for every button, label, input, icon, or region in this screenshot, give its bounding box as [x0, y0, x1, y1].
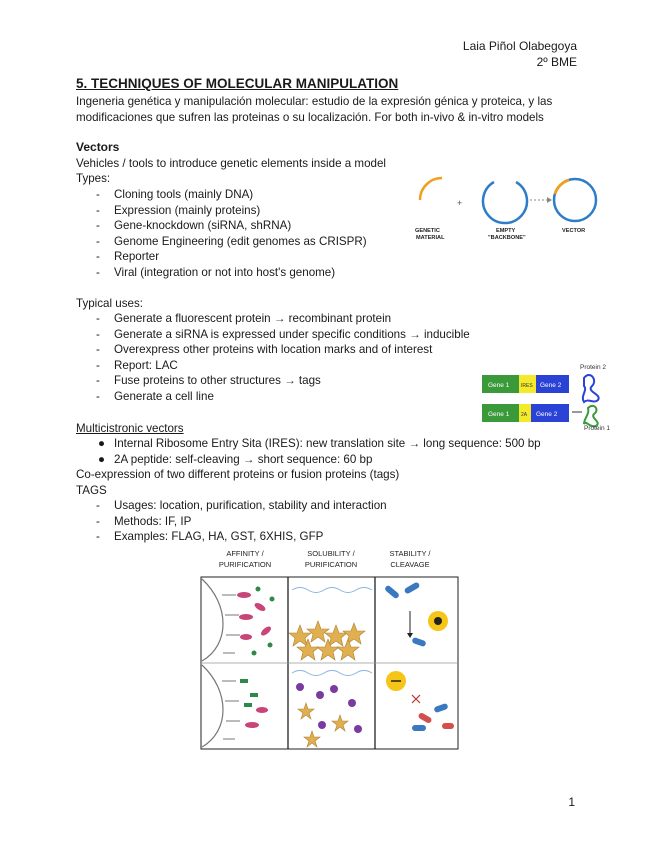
intro-line-1: Ingeneria genética y manipulación molecu…: [76, 95, 553, 108]
protein1-label: Protein 1: [584, 425, 610, 432]
svg-text:MATERIAL: MATERIAL: [416, 235, 445, 241]
svg-text:PURIFICATION: PURIFICATION: [305, 560, 357, 569]
list-item: -Generate a cell line: [96, 389, 214, 403]
multicistronic-heading: Multicistronic vectors: [76, 422, 184, 435]
list-item: -Examples: FLAG, HA, GST, 6XHIS, GFP: [96, 530, 324, 544]
vector-circle: [552, 177, 598, 223]
svg-text:Gene 1: Gene 1: [488, 382, 510, 389]
genetic-material-label: GENETIC: [415, 228, 440, 234]
coexpression-text: Co-expression of two different proteins …: [76, 468, 400, 481]
types-list: -Cloning tools (mainly DNA) -Expression …: [76, 187, 367, 281]
list-item: -Viral (integration or not into host's g…: [96, 265, 336, 279]
svg-text:Gene 2: Gene 2: [540, 382, 562, 389]
tags-list: -Usages: location, purification, stabili…: [76, 498, 387, 545]
vectors-heading: Vectors: [76, 140, 120, 154]
protein2-shape: [581, 374, 600, 404]
list-item: -Generate a siRNA is expressed under spe…: [96, 327, 470, 341]
affinity-column-title: AFFINITY /: [226, 549, 264, 558]
uses-list: -Generate a fluorescent protein → recomb…: [76, 311, 470, 405]
svg-text:Gene 2: Gene 2: [536, 411, 558, 418]
page-title: 5. TECHNIQUES OF MOLECULAR MANIPULATION: [76, 76, 399, 91]
list-item: -Methods: IF, IP: [96, 514, 192, 528]
svg-text:PURIFICATION: PURIFICATION: [219, 560, 271, 569]
list-item: -Reporter: [96, 250, 160, 264]
twoa-block: [519, 404, 531, 422]
multicistronic-list: ●Internal Ribosome Entry Sita (IRES): ne…: [76, 436, 541, 467]
intro-line-2: modificaciones que sufren las proteinas …: [76, 111, 544, 124]
plus-sign: +: [457, 198, 462, 208]
svg-text:CLEAVAGE: CLEAVAGE: [390, 560, 429, 569]
genetic-material-arc: [418, 176, 443, 201]
gene2-block: [536, 375, 569, 393]
list-item: -Cloning tools (mainly DNA): [96, 188, 254, 201]
types-label: Types:: [76, 172, 111, 185]
ires-2a-figure: Gene 1 IRES Gene 2 Gene 1 2A Gene 2 Prot…: [482, 364, 610, 432]
ires-block: [519, 375, 536, 393]
vector-label: VECTOR: [562, 228, 585, 234]
uses-label: Typical uses:: [76, 297, 144, 310]
author-name: Laia Piñol Olabegoya: [462, 39, 577, 53]
list-item: -Report: LAC: [96, 358, 178, 372]
svg-text:Gene 1: Gene 1: [488, 411, 510, 418]
protein1-shape: [583, 404, 599, 428]
tags-heading: TAGS: [76, 484, 107, 497]
svg-text:IRES: IRES: [521, 383, 533, 389]
list-item: ●2A peptide: self-cleaving → short seque…: [98, 452, 373, 466]
list-item: -Genome Engineering (edit genomes as CRI…: [96, 234, 367, 248]
list-item: -Expression (mainly proteins): [96, 203, 261, 217]
empty-backbone-label: EMPTY: [496, 228, 516, 234]
list-item: -Overexpress other proteins with locatio…: [96, 343, 433, 357]
backbone-circle: [481, 180, 529, 225]
protein2-label: Protein 2: [580, 364, 606, 371]
list-item: ●Internal Ribosome Entry Sita (IRES): ne…: [98, 437, 541, 450]
tags-usage-figure: AFFINITY / PURIFICATION SOLUBILITY / PUR…: [200, 549, 459, 750]
vectors-definition: Vehicles / tools to introduce genetic el…: [76, 157, 386, 170]
list-item: -Gene-knockdown (siRNA, shRNA): [96, 219, 292, 233]
list-item: -Generate a fluorescent protein → recomb…: [96, 312, 392, 325]
vector-construction-figure: + GENETIC MATERIAL EMPTY "BACKBONE" VECT…: [415, 176, 598, 241]
course-label: 2º BME: [536, 55, 577, 69]
svg-text:2A: 2A: [521, 412, 528, 418]
gene1-block: [482, 375, 519, 393]
list-item: -Fuse proteins to other structures → tag…: [96, 374, 321, 388]
svg-text:"BACKBONE": "BACKBONE": [488, 235, 526, 241]
page-number: 1: [568, 795, 575, 809]
solubility-column-title: SOLUBILITY /: [307, 549, 355, 558]
list-item: -Usages: location, purification, stabili…: [96, 499, 387, 512]
stability-column-title: STABILITY /: [390, 549, 432, 558]
